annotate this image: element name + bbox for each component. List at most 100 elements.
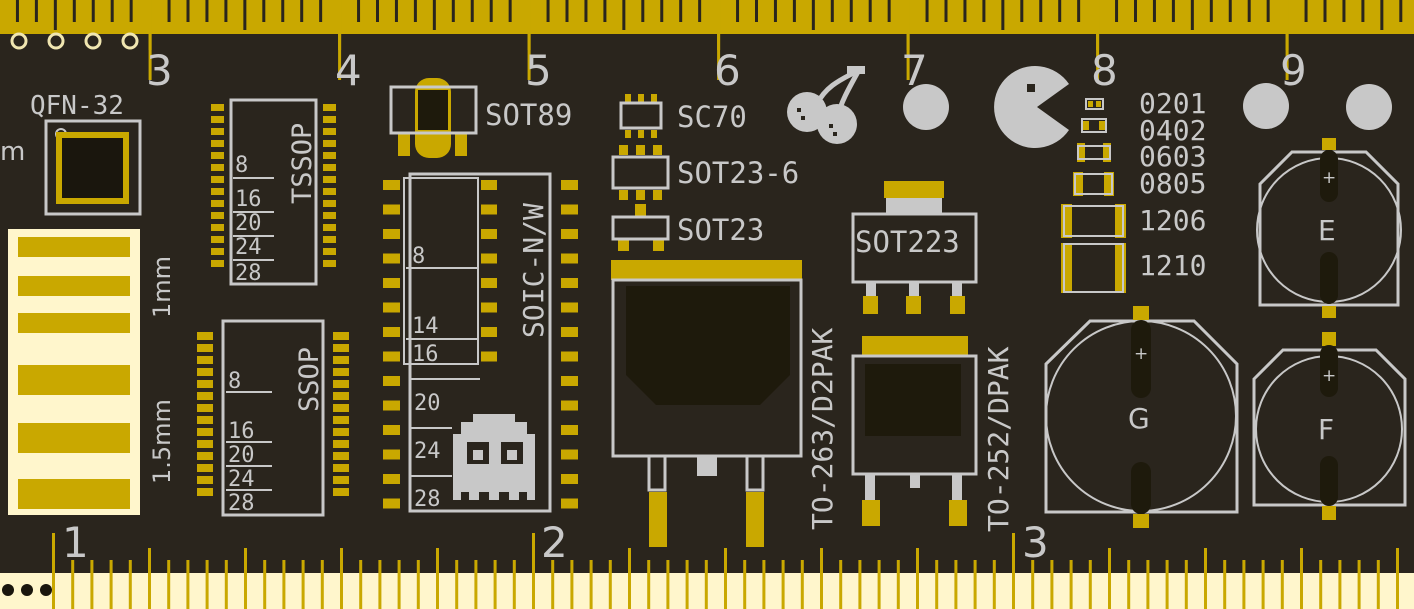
ruler-tick [527,34,531,80]
ssop-pad [197,332,213,340]
tssop-pad [211,164,224,171]
ruler-tick [224,560,228,609]
ssop-pad [197,392,213,400]
soic-pad [383,351,400,362]
ruler-tick [935,560,939,609]
soic-pad [561,327,578,337]
tssop-pad [211,116,224,123]
ssop-pad [333,356,349,364]
ruler-tick [773,0,777,22]
ruler-tick [820,548,823,609]
ruler-tick [1165,560,1169,609]
tssop-pad [323,188,336,195]
ruler-tick [1223,560,1227,609]
soic-pad [383,474,400,484]
qfn-32-footprint: QFN-32 [30,91,142,216]
ssop-pad [333,404,349,412]
ruler-tick [397,560,401,609]
ruler-tick [455,560,459,609]
ssop-pad [333,464,349,472]
ruler-tick [896,560,900,609]
qfn-label: QFN-32 [30,91,124,121]
ruler-tick [546,0,550,22]
top-ruler: 3 4 5 6 7 8 9 [0,0,1414,95]
width-label-cut: m [0,137,25,167]
soic-label: SOIC-N/W [517,203,550,338]
ruler-tick [532,533,535,609]
ruler-tick [1050,560,1054,609]
ruler-tick [52,533,55,609]
top-ruler-number-9: 9 [1280,46,1307,95]
ruler-tick [717,34,721,80]
ssop-pad [197,452,213,460]
ruler-tick [724,548,727,609]
ssop-pad [197,464,213,472]
ruler-tick [1261,560,1265,609]
ruler-tick [570,560,574,609]
ruler-tick [167,0,171,22]
ruler-tick [1204,548,1207,609]
ruler-tick [527,0,531,50]
ruler-tick [281,0,285,22]
ruler-tick [1228,0,1232,22]
ruler-tick [685,560,689,609]
soic-pad [383,302,400,313]
ruler-tick [1088,560,1092,609]
tssop-pad [323,128,336,135]
ruler-tick [224,0,228,22]
ruler-tick [944,0,948,22]
ruler-tick [1280,560,1284,609]
to263-footprint: TO-263/D2PAK [611,260,839,547]
ssop-pad [197,428,213,436]
ruler-tick [512,560,516,609]
soic-pad [561,302,578,313]
ruler-tick [1357,560,1361,609]
tssop-pad [323,200,336,207]
ruler-tick [451,0,455,22]
ssop-pad [197,476,213,484]
ruler-tick [1361,0,1365,22]
ruler-tick [551,560,555,609]
ruler-tick [244,548,247,609]
ruler-tick [736,0,740,22]
tssop-pad [323,116,336,123]
ruler-tick [357,0,361,22]
cherry-icon [787,66,865,144]
ssop-pad [197,356,213,364]
ruler-tick [679,0,683,22]
ruler-tick [1069,560,1073,609]
ruler-tick [1242,560,1246,609]
sc70-label: SC70 [677,100,747,134]
ruler-tick [359,560,363,609]
sot23-footprint: SOT23 [611,204,764,251]
ruler-tick [887,0,891,22]
ruler-tick [243,0,247,30]
ruler-tick [508,0,512,22]
tssop-pad [211,224,224,231]
bottom-ruler-ticks [52,533,1399,609]
ruler-tick [300,0,304,22]
ruler-tick [698,0,702,22]
soic-pad [383,449,400,460]
ruler-tick [34,0,38,22]
bottom-ruler-number-3: 3 [1022,518,1049,567]
ssop-pad [333,488,349,496]
ruler-tick [1115,0,1119,22]
capacitor-f-label: F [1318,413,1334,446]
ruler-tick [1319,560,1323,609]
soic-pad [561,278,578,288]
soic-pad [481,278,497,288]
tssop-pad [323,140,336,147]
soic-pad [383,253,400,264]
sot223-label: SOT223 [855,225,960,259]
ruler-tick [868,0,872,22]
ruler-tick [1304,0,1308,22]
to263-label: TO-263/D2PAK [806,328,839,530]
tssop-footprint: TSSOP 8 16 20 24 28 [211,98,336,286]
to252-label: TO-252/DPAK [982,346,1015,532]
ruler-tick [925,0,929,22]
ruler-tick [1001,0,1005,30]
soic-pad [561,449,578,460]
tssop-pad [323,104,336,111]
tssop-pad [323,224,336,231]
